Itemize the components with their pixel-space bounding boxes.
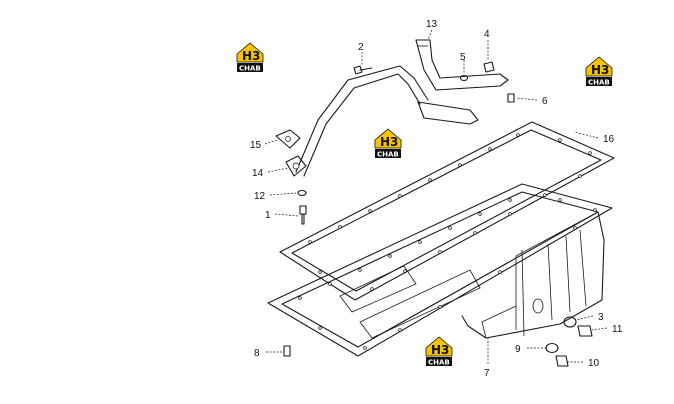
- bracket-bolt: [353, 65, 373, 75]
- callout-2: 2: [358, 42, 364, 53]
- callout-5: 5: [460, 52, 466, 63]
- bracket-nut: [483, 61, 495, 73]
- svg-text:H3: H3: [431, 343, 449, 357]
- tube-flange-plate: [275, 129, 301, 149]
- pan-bolt: [283, 345, 291, 357]
- drain-plug-ring: [563, 316, 577, 328]
- callout-12: 12: [254, 191, 266, 202]
- callout-3: 3: [598, 312, 604, 323]
- svg-text:H3: H3: [380, 135, 398, 149]
- washer: [297, 189, 307, 197]
- drain-seal: [545, 342, 559, 354]
- brand-logo: H3 CHAB: [374, 128, 402, 159]
- callout-9: 9: [515, 344, 521, 355]
- callout-6: 6: [542, 96, 548, 107]
- svg-text:CHAB: CHAB: [377, 151, 399, 159]
- svg-text:H3: H3: [242, 49, 260, 63]
- callout-11: 11: [612, 324, 623, 335]
- callout-1: 1: [265, 210, 271, 221]
- brand-logo: H3 CHAB: [425, 336, 453, 367]
- callout-15: 15: [250, 140, 262, 151]
- drain-plug: [577, 325, 593, 337]
- callout-8: 8: [254, 348, 260, 359]
- svg-text:H3: H3: [591, 63, 609, 77]
- brand-logo: H3 CHAB: [236, 42, 264, 73]
- svg-text:CHAB: CHAB: [588, 79, 610, 87]
- callout-14: 14: [252, 168, 264, 179]
- drain-screw: [555, 355, 569, 367]
- svg-text:CHAB: CHAB: [239, 65, 261, 73]
- bracket-washer: [459, 74, 469, 82]
- svg-text:CHAB: CHAB: [428, 359, 450, 367]
- oil-pan: [267, 183, 613, 357]
- callout-4: 4: [484, 29, 490, 40]
- oil-strainer: [417, 101, 479, 125]
- callout-16: 16: [603, 134, 615, 145]
- brand-logo: H3 CHAB: [585, 56, 613, 87]
- leader-lines: [264, 29, 608, 364]
- callout-13: 13: [426, 19, 438, 30]
- tube-flange-seal: [285, 155, 307, 177]
- callout-labels: 1 2 3 4 5 6 7 8 9 10 11 12 13 14 15 16: [250, 19, 623, 379]
- mounting-bolt: [299, 205, 307, 225]
- callout-7: 7: [484, 368, 490, 379]
- pan-flange-bolt-holes: [298, 198, 597, 350]
- support-bracket: [415, 39, 509, 91]
- callout-10: 10: [588, 358, 600, 369]
- watermark-logos: H3 CHAB H3 CHAB H3 CHAB H3 CHAB: [236, 42, 613, 367]
- gasket-bolt-holes: [308, 133, 592, 291]
- bracket-screw: [507, 93, 515, 103]
- oil-suction-tube: [295, 65, 479, 177]
